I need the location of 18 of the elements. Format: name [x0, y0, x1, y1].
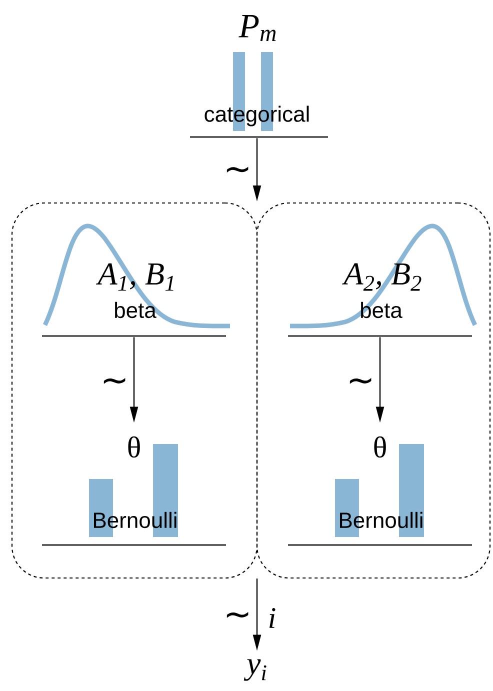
distribution-name: beta	[361, 302, 402, 318]
edge-label: ∼	[104, 378, 126, 384]
parameter-label: θ	[128, 436, 140, 458]
parameter-label: P$_{m}$	[238, 15, 276, 41]
distribution-name: categorical	[204, 106, 309, 126]
edge-label: ∼	[226, 166, 248, 173]
parameter-label: A$_{2}$, B$_{2}$	[342, 263, 422, 291]
distribution-name: beta	[115, 302, 156, 318]
edge-label: ∼	[226, 612, 248, 618]
distribution-name: Bernoulli	[340, 512, 422, 528]
index-label: i	[270, 608, 276, 628]
distribution-name: Bernoulli	[94, 512, 176, 528]
edge-label: ∼	[350, 378, 372, 384]
plate-box	[11, 202, 258, 579]
plate-box	[256, 202, 491, 579]
parameter-label: θ	[374, 436, 386, 458]
parameter-label: A$_{1}$, B$_{1}$	[96, 263, 174, 291]
variable-label: y$_{i}$	[244, 659, 266, 681]
